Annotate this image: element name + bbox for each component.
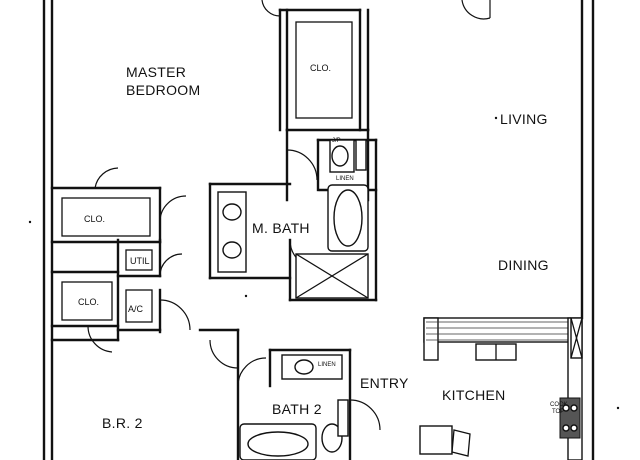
marks <box>28 116 620 410</box>
room-label-entry: ENTRY <box>360 375 409 391</box>
room-label-master-bedroom-2: BEDROOM <box>126 82 200 98</box>
bath2-sink-icon <box>294 359 314 375</box>
vanity-sink-icon <box>222 241 242 259</box>
table-icon <box>419 425 453 455</box>
fixture-label-linen-master: LINEN <box>336 176 354 182</box>
room-label-dining: DINING <box>498 257 549 273</box>
bath2-linen-shelf <box>337 399 349 437</box>
room-label-bedroom-2: B.R. 2 <box>102 415 143 431</box>
fixture-label-cook: COOK <box>550 402 568 408</box>
closet-label-upper: CLO. <box>84 214 105 224</box>
ac-label: A/C <box>128 304 144 314</box>
vanity-sink-icon <box>222 203 242 221</box>
exterior-walls <box>42 0 595 460</box>
room-label-master-bath: M. BATH <box>252 220 310 236</box>
room-label-bath-2: BATH 2 <box>272 401 322 417</box>
room-label-living: LIVING <box>500 111 548 127</box>
kitchen-walls <box>419 317 583 460</box>
closet-label-lower: CLO. <box>78 297 99 307</box>
fixture-label-jp: J/P <box>332 138 341 144</box>
linen-shelf <box>355 139 367 171</box>
br2-bath2-walls <box>50 328 381 460</box>
closet-label-master: CLO. <box>310 63 331 73</box>
master-bath-fixtures <box>217 139 369 299</box>
tub-basin-icon <box>333 189 363 247</box>
room-label-master-bedroom: MASTER <box>126 64 186 80</box>
kitchen-counter <box>423 317 571 343</box>
hall-utility-walls <box>50 167 239 369</box>
room-label-kitchen: KITCHEN <box>442 387 506 403</box>
fixture-label-top: TOP <box>552 409 564 415</box>
fixture-label-linen-bath2: LINEN <box>318 362 336 368</box>
master-walls <box>261 0 491 132</box>
bath2-toilet-icon <box>321 423 343 453</box>
utility-label: UTIL <box>130 256 150 266</box>
